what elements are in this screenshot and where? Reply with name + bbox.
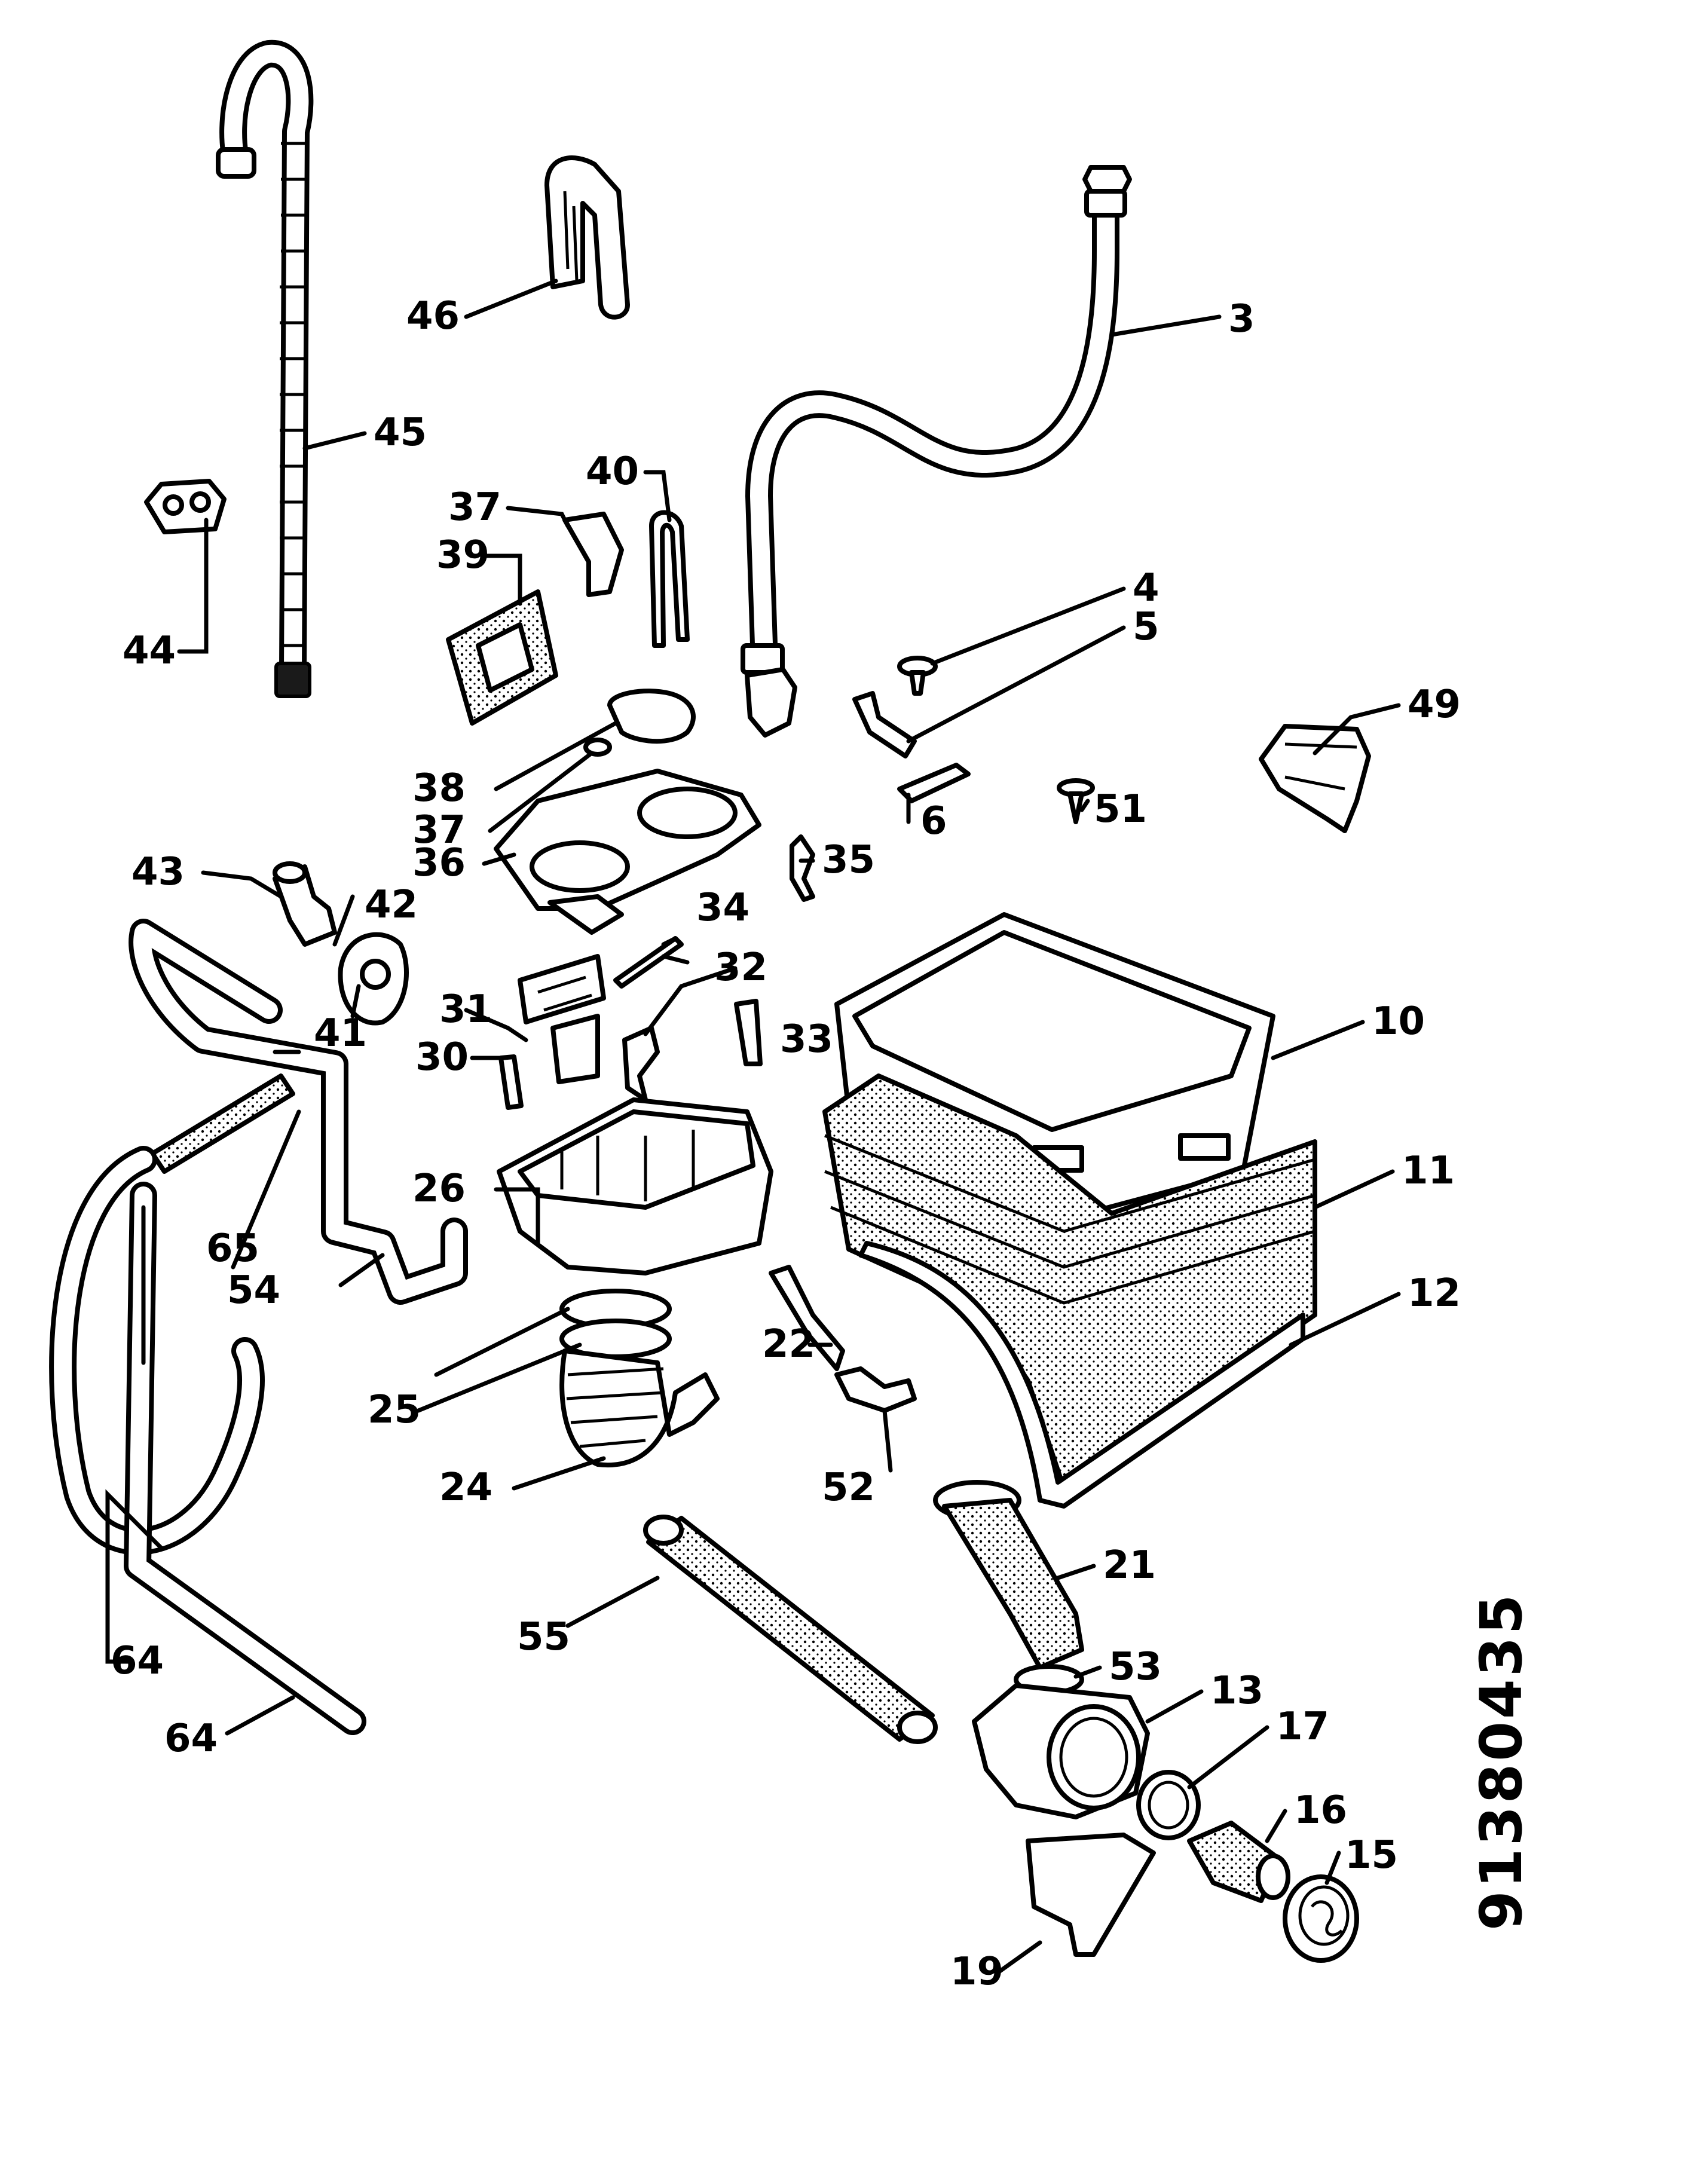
clip-35 <box>790 834 815 902</box>
label-26: 26 <box>412 1167 466 1211</box>
hose-64-curved <box>49 1146 265 1555</box>
bellows-21 <box>933 1480 1084 1670</box>
hose-guide-46 <box>544 155 630 320</box>
label-39: 39 <box>436 533 490 577</box>
label-40: 40 <box>586 449 639 494</box>
label-6: 6 <box>920 799 947 843</box>
label-52: 52 <box>822 1466 875 1510</box>
pipe-55 <box>643 1515 938 1744</box>
bellows-24 <box>559 1348 720 1468</box>
label-4: 4 <box>1133 566 1160 610</box>
label-37b: 37 <box>412 808 466 852</box>
label-38: 38 <box>412 766 466 810</box>
label-41: 41 <box>314 1011 367 1056</box>
label-55: 55 <box>517 1615 570 1659</box>
ring-17 <box>1136 1770 1201 1840</box>
lever-32 <box>622 1026 660 1102</box>
hose-clamp-44 <box>144 479 227 534</box>
latch-37-lower <box>583 738 612 757</box>
label-25: 25 <box>368 1388 421 1432</box>
bellows-25 <box>559 1289 672 1359</box>
screw-4 <box>897 656 938 696</box>
u-bracket-40 <box>649 510 690 648</box>
label-15: 15 <box>1345 1833 1398 1877</box>
label-30: 30 <box>415 1035 469 1079</box>
bracket-5 <box>852 691 917 758</box>
label-33: 33 <box>780 1017 833 1062</box>
label-11: 11 <box>1402 1149 1455 1193</box>
drawing-code: 91380435 <box>1468 1592 1535 1931</box>
label-34: 34 <box>696 886 749 930</box>
tub-ring-12 <box>858 1241 1305 1509</box>
label-12: 12 <box>1408 1271 1461 1316</box>
label-32: 32 <box>714 946 767 990</box>
elbow-52 <box>834 1366 917 1413</box>
latch-37-top <box>562 512 624 597</box>
label-35: 35 <box>822 838 875 882</box>
label-19: 19 <box>950 1950 1004 1994</box>
cover-plate-39 <box>446 589 558 726</box>
dispenser-lid-36 <box>494 769 761 935</box>
leader-lines <box>105 279 1401 1975</box>
label-42: 42 <box>365 883 418 927</box>
label-65: 65 <box>206 1226 259 1271</box>
label-17: 17 <box>1276 1705 1329 1749</box>
dispenser-housing-26 <box>497 1097 773 1275</box>
label-45: 45 <box>374 411 427 455</box>
callout-labels: 3 4 5 6 10 11 12 13 15 16 17 19 21 22 24… <box>111 294 1461 1994</box>
plate-30 <box>498 1054 524 1110</box>
label-37a: 37 <box>448 485 501 530</box>
cap-38 <box>607 689 696 744</box>
label-53: 53 <box>1109 1645 1162 1689</box>
label-24: 24 <box>439 1466 492 1510</box>
cap-15 <box>1283 1874 1359 1963</box>
rod-34 <box>613 936 684 989</box>
label-44: 44 <box>123 629 176 673</box>
label-3: 3 <box>1228 297 1255 341</box>
label-51: 51 <box>1094 787 1147 831</box>
flange-42-41 <box>338 932 409 1026</box>
label-54: 54 <box>227 1268 280 1313</box>
inlet-hose-3 <box>741 165 1132 738</box>
label-36: 36 <box>412 841 466 885</box>
label-46: 46 <box>406 294 460 338</box>
label-31: 31 <box>439 987 492 1032</box>
pump-housing-13 <box>972 1683 1150 1819</box>
switch-31 <box>518 954 606 1084</box>
label-21: 21 <box>1103 1543 1156 1587</box>
bracket-19 <box>1026 1833 1156 1957</box>
label-49: 49 <box>1408 683 1461 727</box>
label-16: 16 <box>1294 1788 1347 1833</box>
filter-16 <box>1187 1821 1290 1903</box>
label-43: 43 <box>131 850 185 894</box>
screw-51 <box>1057 778 1095 824</box>
elbow-43 <box>273 861 337 947</box>
label-64a: 64 <box>111 1639 164 1683</box>
label-64b: 64 <box>164 1717 218 1761</box>
pipe-54 <box>129 919 468 1305</box>
drain-hose-45 <box>216 39 314 698</box>
label-5: 5 <box>1133 605 1160 649</box>
label-10: 10 <box>1372 999 1425 1044</box>
bracket-49 <box>1259 724 1371 833</box>
label-13: 13 <box>1210 1669 1263 1713</box>
label-22: 22 <box>762 1322 815 1366</box>
spring-65 <box>150 1073 295 1174</box>
slide-33 <box>734 999 763 1066</box>
